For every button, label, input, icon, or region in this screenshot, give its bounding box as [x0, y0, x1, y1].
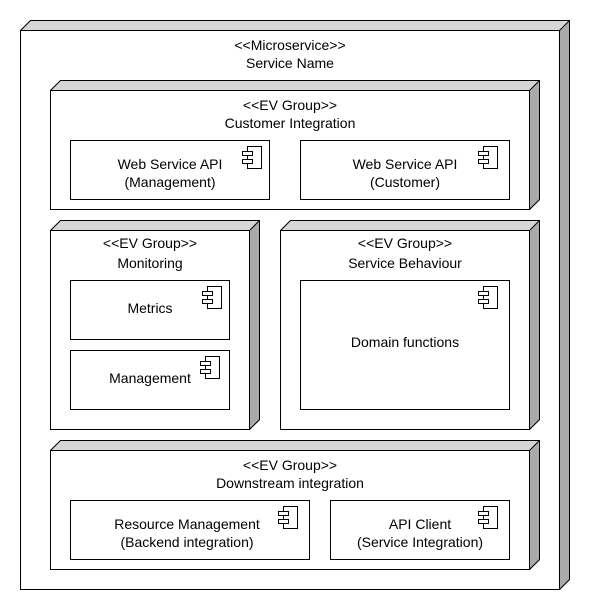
group-outline [280, 220, 540, 430]
group-top-face [50, 80, 540, 90]
component-icon [478, 286, 498, 309]
component-icon [242, 146, 262, 169]
group-side-face [530, 220, 540, 430]
component-api-client[interactable]: API Client (Service Integration) [330, 500, 510, 560]
group-title: Service Behaviour [348, 255, 462, 271]
group-title: Customer Integration [224, 115, 356, 131]
microservice-stereotype: <<Microservice>> [234, 37, 346, 53]
component-resource-management[interactable]: Resource Management (Backend integration… [70, 500, 310, 560]
group-stereotype: <<EV Group>> [242, 97, 338, 113]
group-outline [50, 80, 540, 210]
component-domain-functions[interactable]: Domain functions [300, 280, 510, 410]
component-icon [478, 146, 498, 169]
component-label-line: API Client (Service Integration) [356, 516, 484, 550]
group-top-face [280, 220, 540, 230]
microservice-node-outline [20, 20, 570, 590]
component-icon [200, 356, 220, 379]
group-side-face [530, 440, 540, 570]
group-title: Downstream integration [216, 475, 364, 491]
group-monitoring[interactable]: <<EV Group>> Monitoring Metrics Manageme… [50, 220, 260, 430]
group-top-face [50, 220, 260, 230]
group-title: Monitoring [117, 255, 183, 271]
component-management[interactable]: Management [70, 350, 230, 410]
component-web-service-api-management[interactable]: Web Service API (Management) [70, 140, 270, 200]
group-stereotype: <<EV Group>> [102, 235, 198, 251]
component-label-line: Web Service API (Customer) [352, 156, 458, 190]
component-label: Domain functions [350, 334, 460, 350]
microservice-node-side-face [560, 20, 570, 590]
component-label-line: Resource Management (Backend integration… [114, 516, 260, 550]
component-icon [202, 286, 222, 309]
group-stereotype: <<EV Group>> [357, 235, 453, 251]
component-label: Management [109, 370, 191, 386]
group-top-face [50, 440, 540, 450]
component-metrics[interactable]: Metrics [70, 280, 230, 340]
component-label: Web Service API (Customer) [301, 155, 509, 191]
component-web-service-api-customer[interactable]: Web Service API (Customer) [300, 140, 510, 200]
group-side-face [250, 220, 260, 430]
component-label: Web Service API (Management) [71, 155, 269, 191]
group-outline [50, 440, 540, 570]
group-customer-integration[interactable]: <<EV Group>> Customer Integration Web Se… [50, 80, 540, 210]
component-label: Resource Management (Backend integration… [65, 515, 309, 551]
group-outline [50, 220, 260, 430]
component-icon [278, 506, 298, 529]
microservice-node-top-face [20, 20, 570, 30]
group-side-face [530, 80, 540, 210]
group-stereotype: <<EV Group>> [242, 457, 338, 473]
component-icon [478, 506, 498, 529]
component-label: API Client (Service Integration) [331, 515, 509, 551]
component-label: Metrics [127, 300, 173, 316]
group-downstream-integration[interactable]: <<EV Group>> Downstream integration Reso… [50, 440, 540, 570]
microservice-title: Service Name [246, 55, 334, 71]
group-service-behaviour[interactable]: <<EV Group>> Service Behaviour Domain fu… [280, 220, 540, 430]
component-label-line: Web Service API (Management) [117, 156, 223, 190]
